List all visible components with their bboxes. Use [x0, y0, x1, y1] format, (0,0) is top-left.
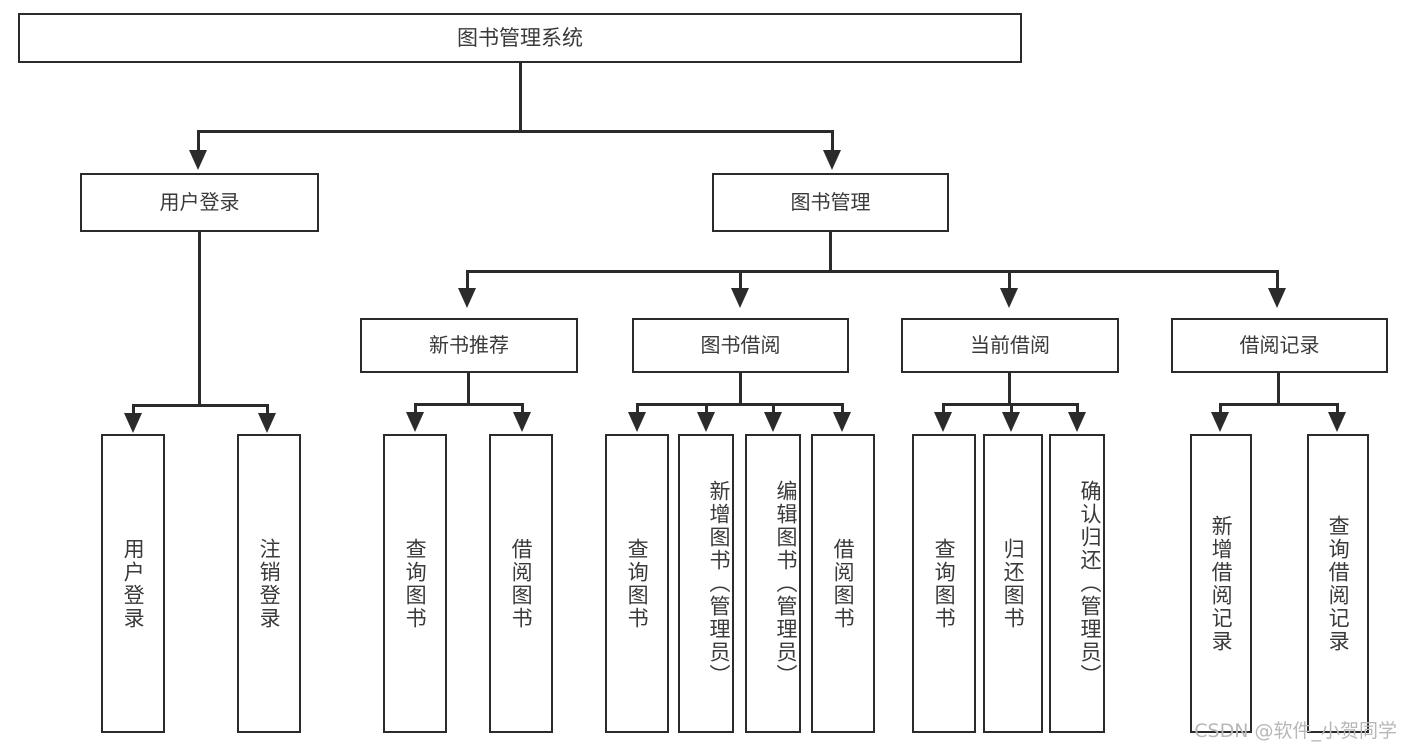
- connector-nbr-to-leaf1: [414, 403, 417, 415]
- connector-br-bus: [1219, 403, 1339, 406]
- node-leaf-query-record[interactable]: 查询借阅记录: [1307, 434, 1369, 733]
- arrowhead-leaf-borrow-book-2: [833, 412, 851, 432]
- connector-br-to-leaf2: [1336, 403, 1339, 415]
- node-leaf-return-book-label: 归还图书: [1001, 537, 1026, 630]
- arrowhead-borrow-record: [1268, 288, 1286, 308]
- node-leaf-query-book-3-label: 查询图书: [932, 537, 957, 630]
- node-borrow-record[interactable]: 借阅记录: [1171, 318, 1388, 373]
- arrowhead-user-login: [189, 150, 207, 170]
- arrowhead-leaf-add-record: [1211, 412, 1229, 432]
- connector-user-login-bus: [132, 404, 268, 407]
- node-leaf-query-record-label: 查询借阅记录: [1326, 514, 1351, 653]
- connector-bb-stem: [739, 373, 742, 405]
- arrowhead-leaf-user-login: [124, 413, 142, 433]
- arrowhead-leaf-confirm-return: [1068, 412, 1086, 432]
- arrowhead-book-manage: [823, 150, 841, 170]
- node-leaf-logout[interactable]: 注销登录: [237, 434, 301, 733]
- connector-bm-to-new-book: [466, 270, 469, 290]
- arrowhead-leaf-query-book-1: [406, 412, 424, 432]
- connector-root-to-book-manage: [831, 130, 834, 154]
- arrowhead-current-borrow: [1000, 288, 1018, 308]
- node-leaf-add-record-label: 新增借阅记录: [1209, 514, 1234, 653]
- node-book-borrow[interactable]: 图书借阅: [632, 318, 849, 373]
- connector-br-stem: [1277, 373, 1280, 405]
- node-leaf-borrow-book-1-label: 借阅图书: [509, 537, 534, 630]
- connector-nbr-to-leaf2: [521, 403, 524, 415]
- node-root[interactable]: 图书管理系统: [18, 13, 1022, 63]
- connector-bm-to-borrow-record: [1276, 270, 1279, 290]
- connector-bb-to-leaf2: [705, 403, 708, 415]
- connector-bb-bus: [636, 403, 844, 406]
- node-book-manage[interactable]: 图书管理: [712, 173, 949, 232]
- node-leaf-logout-label: 注销登录: [257, 537, 282, 630]
- arrowhead-leaf-query-book-2: [628, 412, 646, 432]
- node-new-book-rec[interactable]: 新书推荐: [360, 318, 578, 373]
- node-leaf-borrow-book-1[interactable]: 借阅图书: [489, 434, 553, 733]
- connector-cb-to-leaf3: [1076, 403, 1079, 415]
- node-leaf-edit-book[interactable]: 编辑图书（管理员）: [745, 434, 801, 733]
- node-leaf-confirm-return[interactable]: 确认归还（管理员）: [1049, 434, 1105, 733]
- node-leaf-query-book-1[interactable]: 查询图书: [383, 434, 447, 733]
- connector-book-manage-bus: [466, 270, 1279, 273]
- node-leaf-confirm-return-label: 确认归还（管理员）: [1078, 480, 1102, 687]
- connector-user-login-to-leaf2: [266, 404, 269, 416]
- node-book-borrow-label: 图书借阅: [700, 333, 781, 357]
- node-leaf-query-book-2[interactable]: 查询图书: [605, 434, 669, 733]
- connector-bm-to-current-borrow: [1008, 270, 1011, 290]
- arrowhead-leaf-query-book-3: [934, 412, 952, 432]
- node-current-borrow[interactable]: 当前借阅: [901, 318, 1119, 373]
- node-leaf-user-login[interactable]: 用户登录: [101, 434, 165, 733]
- arrowhead-new-book-rec: [458, 288, 476, 308]
- node-leaf-add-record[interactable]: 新增借阅记录: [1190, 434, 1252, 733]
- connector-bb-to-leaf3: [772, 403, 775, 415]
- csdn-watermark: CSDN @软件_小贺同学: [1194, 720, 1397, 742]
- connector-root-to-user-login: [197, 130, 200, 154]
- node-book-manage-label: 图书管理: [790, 190, 871, 214]
- arrowhead-book-borrow: [731, 288, 749, 308]
- connector-root-bus: [197, 130, 834, 133]
- connector-nbr-stem: [467, 373, 470, 405]
- connector-user-login-stem: [198, 232, 201, 406]
- node-leaf-query-book-2-label: 查询图书: [625, 537, 650, 630]
- connector-cb-to-leaf1: [942, 403, 945, 415]
- node-leaf-query-book-3[interactable]: 查询图书: [912, 434, 976, 733]
- node-root-label: 图书管理系统: [457, 25, 583, 50]
- connector-cb-stem: [1008, 373, 1011, 405]
- arrowhead-leaf-query-record: [1328, 412, 1346, 432]
- arrowhead-leaf-add-book: [697, 412, 715, 432]
- connector-user-login-to-leaf1: [132, 404, 135, 416]
- arrowhead-leaf-return-book: [1002, 412, 1020, 432]
- node-leaf-add-book-label: 新增图书（管理员）: [707, 480, 731, 687]
- arrowhead-leaf-borrow-book-1: [513, 412, 531, 432]
- node-new-book-rec-label: 新书推荐: [429, 333, 509, 357]
- node-leaf-query-book-1-label: 查询图书: [403, 537, 428, 630]
- node-leaf-return-book[interactable]: 归还图书: [983, 434, 1043, 733]
- connector-root-stem: [519, 63, 522, 131]
- node-leaf-user-login-label: 用户登录: [121, 537, 146, 630]
- arrowhead-leaf-logout: [258, 413, 276, 433]
- node-leaf-borrow-book-2-label: 借阅图书: [831, 537, 856, 630]
- arrowhead-leaf-edit-book: [764, 412, 782, 432]
- connector-nbr-bus: [414, 403, 524, 406]
- node-user-login-label: 用户登录: [159, 190, 240, 214]
- connector-br-to-leaf1: [1219, 403, 1222, 415]
- node-borrow-record-label: 借阅记录: [1239, 333, 1320, 357]
- node-leaf-borrow-book-2[interactable]: 借阅图书: [811, 434, 875, 733]
- connector-bb-to-leaf1: [636, 403, 639, 415]
- connector-cb-to-leaf2: [1010, 403, 1013, 415]
- node-leaf-add-book[interactable]: 新增图书（管理员）: [678, 434, 734, 733]
- node-current-borrow-label: 当前借阅: [970, 333, 1050, 357]
- node-leaf-edit-book-label: 编辑图书（管理员）: [774, 480, 798, 687]
- connector-bb-to-leaf4: [841, 403, 844, 415]
- node-user-login[interactable]: 用户登录: [80, 173, 319, 232]
- connector-book-manage-stem: [829, 232, 832, 272]
- connector-bm-to-book-borrow: [739, 270, 742, 290]
